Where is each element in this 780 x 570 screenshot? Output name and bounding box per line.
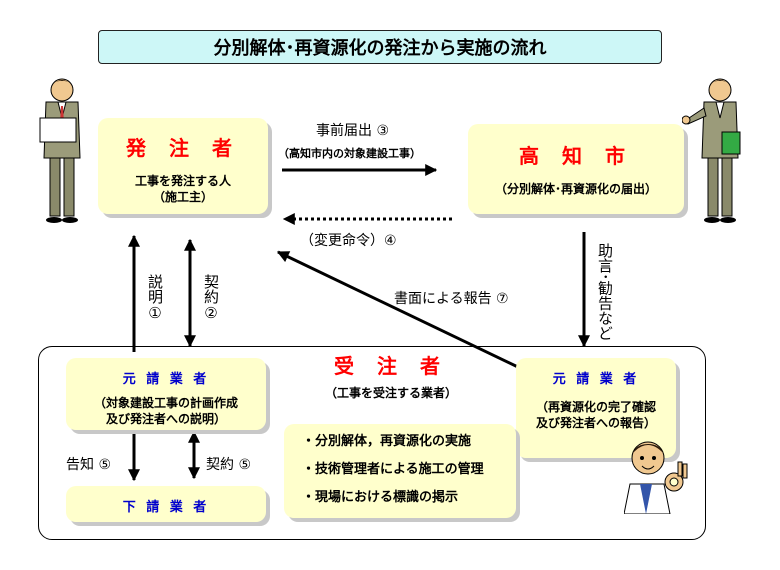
worker-ok-gesture-icon — [624, 441, 688, 514]
explanation-label: 説明① — [146, 274, 164, 322]
contract2-label: 契約 ⑤ — [206, 457, 252, 473]
tasks-box: ・分別解体，再資源化の実施 ・技術管理者による施工の管理 ・現場における標識の掲… — [284, 424, 516, 518]
prime-left-desc-sub: 及び発注者への説明） — [105, 412, 226, 426]
subcontractor-heading: 下 請 業 者 — [122, 500, 210, 515]
page-title: 分別解体･再資源化の発注から実施の流れ — [98, 30, 662, 64]
notification-label: 事前届出 ③ — [316, 123, 390, 139]
prime-contractor-right-box: 元 請 業 者 （再資源化の完了確認 及び発注者への報告） — [516, 358, 676, 458]
advice-label: 助言･勧告など — [596, 243, 614, 341]
client-desc-sub: （施工主） — [152, 190, 213, 204]
page-title-text: 分別解体･再資源化の発注から実施の流れ — [213, 38, 547, 59]
contractor-desc: （工事を受注する業者） — [324, 386, 457, 400]
task-item: ・分別解体，再資源化の実施 — [302, 434, 472, 449]
written-report-arrow — [276, 250, 521, 370]
city-box: 高 知 市 （分別解体･再資源化の届出） — [468, 124, 684, 214]
client-box: 発 注 者 工事を発注する人 （施工主） — [98, 118, 268, 214]
prime-right-heading: 元 請 業 者 — [552, 372, 640, 387]
written-report-label: 書面による報告 ⑦ — [394, 291, 509, 307]
contract-label: 契約② — [202, 274, 220, 322]
prime-contractor-left-box: 元 請 業 者 （対象建設工事の計画作成 及び発注者への説明） — [66, 358, 266, 430]
prime-right-desc-sub: 及び発注者への報告） — [535, 416, 656, 430]
notice-label: 告知 ⑤ — [66, 457, 112, 473]
contractor-header: 受 注 者 （工事を受注する業者） — [296, 350, 486, 401]
prime-right-desc: （再資源化の完了確認 — [535, 400, 656, 414]
notification-sublabel: （高知市内の対象建設工事） — [278, 147, 421, 160]
contractor-heading: 受 注 者 — [334, 354, 448, 378]
prime-left-desc: （対象建設工事の計画作成 — [93, 396, 238, 410]
change-order-label: （変更命令）④ — [300, 233, 397, 249]
businessman-pointing-icon — [682, 78, 741, 223]
client-heading: 発 注 者 — [126, 136, 240, 160]
city-desc: （分別解体･再資源化の届出） — [494, 182, 657, 196]
prime-left-heading: 元 請 業 者 — [122, 372, 210, 387]
businessman-with-sign-icon — [39, 78, 81, 223]
task-item: ・技術管理者による施工の管理 — [302, 462, 484, 477]
subcontractor-box: 下 請 業 者 — [66, 486, 266, 522]
city-heading: 高 知 市 — [519, 144, 633, 168]
client-desc: 工事を発注する人 — [134, 174, 231, 188]
task-item: ・現場における標識の掲示 — [302, 490, 459, 505]
